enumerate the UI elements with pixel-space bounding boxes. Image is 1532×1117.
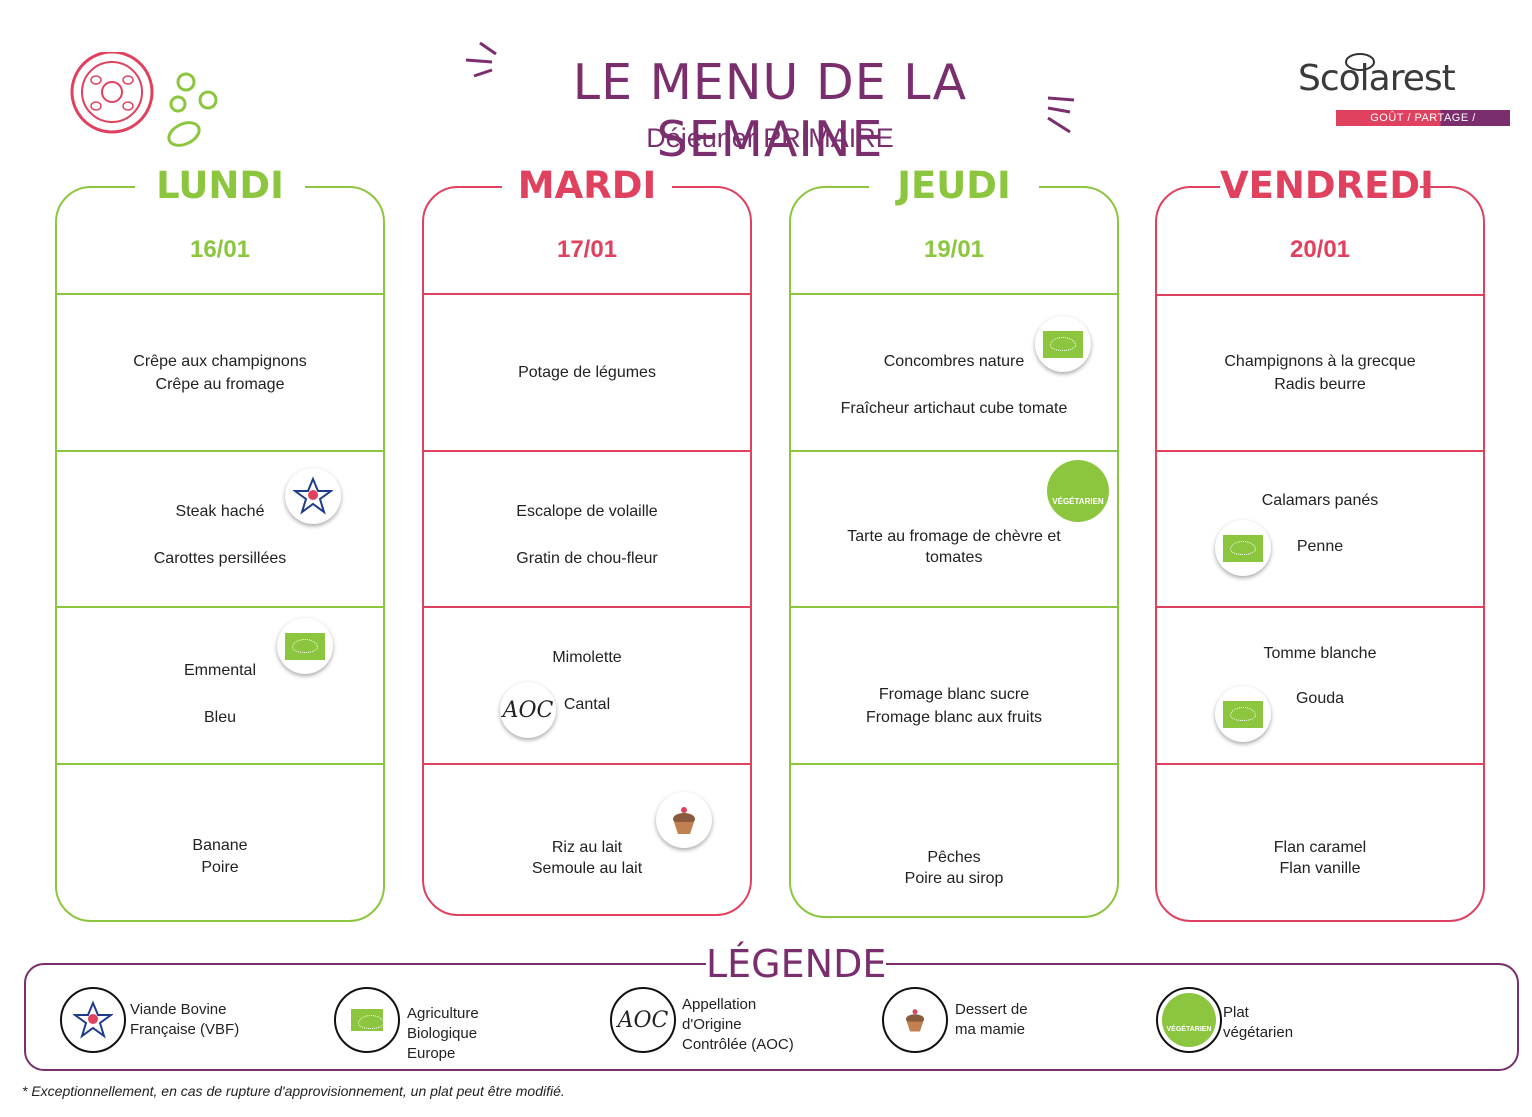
divider bbox=[791, 293, 1117, 295]
dessert-item: Banane bbox=[192, 837, 248, 854]
divider bbox=[1157, 606, 1483, 608]
aoc-icon: AOC bbox=[610, 987, 676, 1053]
dessert-item: Pêches bbox=[927, 849, 981, 866]
plat-item: Calamars panés bbox=[1261, 492, 1379, 509]
dessert-item: Semoule au lait bbox=[531, 860, 643, 877]
day-date: 20/01 bbox=[1289, 236, 1351, 263]
cupcake-badge-icon bbox=[656, 792, 712, 848]
day-name: LUNDI bbox=[135, 164, 305, 208]
entree-item: Crêpe aux champignons bbox=[133, 353, 307, 370]
plat-item: Carottes persillées bbox=[153, 550, 287, 567]
day-column-jeudi: JEUDI 19/01 Concombres nature Fraîcheur … bbox=[789, 164, 1119, 918]
cupcake-icon bbox=[882, 987, 948, 1053]
fromage-item: Gouda bbox=[1295, 690, 1345, 707]
entree-item: Radis beurre bbox=[1274, 376, 1366, 393]
entree-item: Fraîcheur artichaut cube tomate bbox=[840, 400, 1068, 417]
dessert-item: Riz au lait bbox=[551, 839, 623, 856]
bio-badge-icon bbox=[277, 618, 333, 674]
plat-item: Tarte au fromage de chèvre et bbox=[847, 528, 1061, 545]
divider bbox=[791, 450, 1117, 452]
legend-title: LÉGENDE bbox=[706, 941, 887, 987]
chef-hat-icon bbox=[1345, 53, 1375, 71]
day-date: 16/01 bbox=[189, 236, 251, 263]
page-subtitle: Déjeuner PRIMAIRE bbox=[646, 123, 894, 153]
vegetarian-badge-icon: VÉGÉTARIEN bbox=[1047, 460, 1109, 522]
bio-badge-icon bbox=[1215, 686, 1271, 742]
day-column-mardi: MARDI 17/01 Potage de légumes Escalope d… bbox=[422, 164, 752, 916]
dessert-item: Poire bbox=[201, 859, 239, 876]
dessert-item: Flan vanille bbox=[1279, 860, 1361, 877]
dessert-item: Flan caramel bbox=[1273, 839, 1367, 856]
footnote: * Exceptionnellement, en cas de rupture … bbox=[22, 1083, 565, 1099]
vbf-badge-icon bbox=[285, 468, 341, 524]
plat-item: Penne bbox=[1296, 538, 1344, 555]
divider bbox=[424, 450, 750, 452]
plat-item: tomates bbox=[925, 549, 983, 566]
day-name: MARDI bbox=[502, 164, 672, 208]
tomato-illustration-icon bbox=[70, 52, 218, 147]
fromage-item: Mimolette bbox=[552, 649, 622, 666]
day-date: 19/01 bbox=[923, 236, 985, 263]
page-title: LE MENU DE LA SEMAINE bbox=[572, 54, 968, 168]
divider bbox=[57, 606, 383, 608]
divider bbox=[57, 293, 383, 295]
entree-item: Potage de légumes bbox=[518, 364, 656, 381]
title-sparkle-left-icon bbox=[465, 41, 497, 78]
entree-item: Crêpe au fromage bbox=[155, 376, 285, 393]
divider bbox=[424, 763, 750, 765]
divider bbox=[57, 763, 383, 765]
divider bbox=[791, 606, 1117, 608]
day-date: 17/01 bbox=[556, 236, 618, 263]
day-column-lundi: LUNDI 16/01 Crêpe aux champignons Crêpe … bbox=[55, 164, 385, 922]
divider bbox=[1157, 294, 1483, 296]
entree-item: Champignons à la grecque bbox=[1224, 353, 1416, 370]
divider bbox=[1157, 450, 1483, 452]
plat-item: Steak haché bbox=[175, 503, 265, 520]
fromage-item: Fromage blanc aux fruits bbox=[865, 709, 1043, 726]
plat-item: Gratin de chou-fleur bbox=[516, 550, 658, 567]
vbf-icon bbox=[60, 987, 126, 1053]
vegetarian-icon: VÉGÉTARIEN bbox=[1156, 987, 1222, 1053]
day-name: JEUDI bbox=[869, 164, 1039, 208]
day-column-vendredi: VENDREDI 20/01 Champignons à la grecque … bbox=[1155, 164, 1485, 922]
fromage-item: Bleu bbox=[203, 709, 237, 726]
fromage-item: Cantal bbox=[563, 696, 611, 713]
brand-logo: Scolarest bbox=[1298, 58, 1456, 99]
divider bbox=[424, 293, 750, 295]
bio-icon bbox=[334, 987, 400, 1053]
fromage-item: Fromage blanc sucre bbox=[878, 686, 1030, 703]
plat-item: Escalope de volaille bbox=[516, 503, 658, 520]
dessert-item: Poire au sirop bbox=[904, 870, 1004, 887]
bio-badge-icon bbox=[1035, 316, 1091, 372]
divider bbox=[424, 606, 750, 608]
day-name: VENDREDI bbox=[1220, 164, 1434, 208]
fromage-item: Emmental bbox=[183, 662, 257, 679]
fromage-item: Tomme blanche bbox=[1263, 645, 1377, 662]
entree-item: Concombres nature bbox=[883, 353, 1025, 370]
divider bbox=[1157, 763, 1483, 765]
divider bbox=[791, 763, 1117, 765]
title-sparkle-right-icon bbox=[1047, 96, 1075, 134]
bio-badge-icon bbox=[1215, 520, 1271, 576]
brand-tagline: GOÛT / PARTAGE / PROXIMITÉ bbox=[1336, 110, 1510, 140]
divider bbox=[57, 450, 383, 452]
aoc-badge-icon: AOC bbox=[500, 682, 556, 738]
